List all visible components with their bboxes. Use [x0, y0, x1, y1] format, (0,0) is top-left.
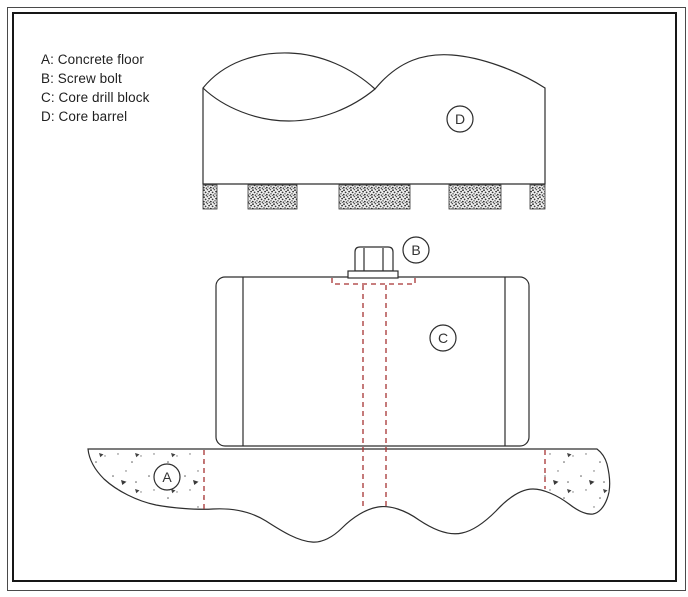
concrete-floor	[87, 448, 611, 543]
barrel-tooth-segment	[247, 184, 298, 210]
barrel-tooth-segment	[529, 184, 546, 210]
barrel-tooth-segment	[448, 184, 502, 210]
barrel-tooth-segment	[202, 184, 218, 210]
core-barrel-body	[202, 52, 546, 185]
core-barrel-rim-arc	[202, 87, 376, 122]
bolt-flange	[347, 270, 399, 279]
legend-item-core-barrel: D: Core barrel	[41, 109, 128, 124]
core-drill-block-body	[215, 276, 530, 447]
callout-letter-core-barrel: D	[455, 111, 465, 127]
callouts: A B C D	[153, 105, 474, 491]
screw-bolt	[347, 246, 399, 279]
sheet-inner-border	[12, 12, 677, 582]
callout-letter-screw-bolt: B	[411, 242, 420, 258]
callout-circle-screw-bolt	[402, 236, 430, 264]
callout-letter-concrete-floor: A	[162, 469, 172, 485]
concrete-texture-left	[88, 449, 204, 519]
legend-item-concrete-floor: A: Concrete floor	[41, 52, 144, 67]
callout-circle-core-drill-block	[429, 324, 457, 352]
callout-circle-core-barrel	[446, 105, 474, 133]
core-barrel	[202, 52, 546, 210]
hidden-drill-lines	[203, 278, 546, 509]
callout-circle-concrete-floor	[153, 463, 181, 491]
bolt-head	[354, 246, 394, 272]
barrel-tooth-segment	[338, 184, 411, 210]
callout-letter-core-drill-block: C	[438, 330, 448, 346]
sheet-outer-border	[7, 7, 686, 591]
concrete-texture-right	[544, 449, 610, 519]
legend: A: Concrete floor B: Screw bolt C: Core …	[41, 50, 149, 126]
legend-item-core-drill-block: C: Core drill block	[41, 90, 150, 105]
legend-item-screw-bolt: B: Screw bolt	[41, 71, 122, 86]
core-drill-block	[215, 276, 530, 447]
diamond-segments	[202, 184, 546, 210]
bolt-counterbore-hidden-line	[331, 278, 416, 285]
